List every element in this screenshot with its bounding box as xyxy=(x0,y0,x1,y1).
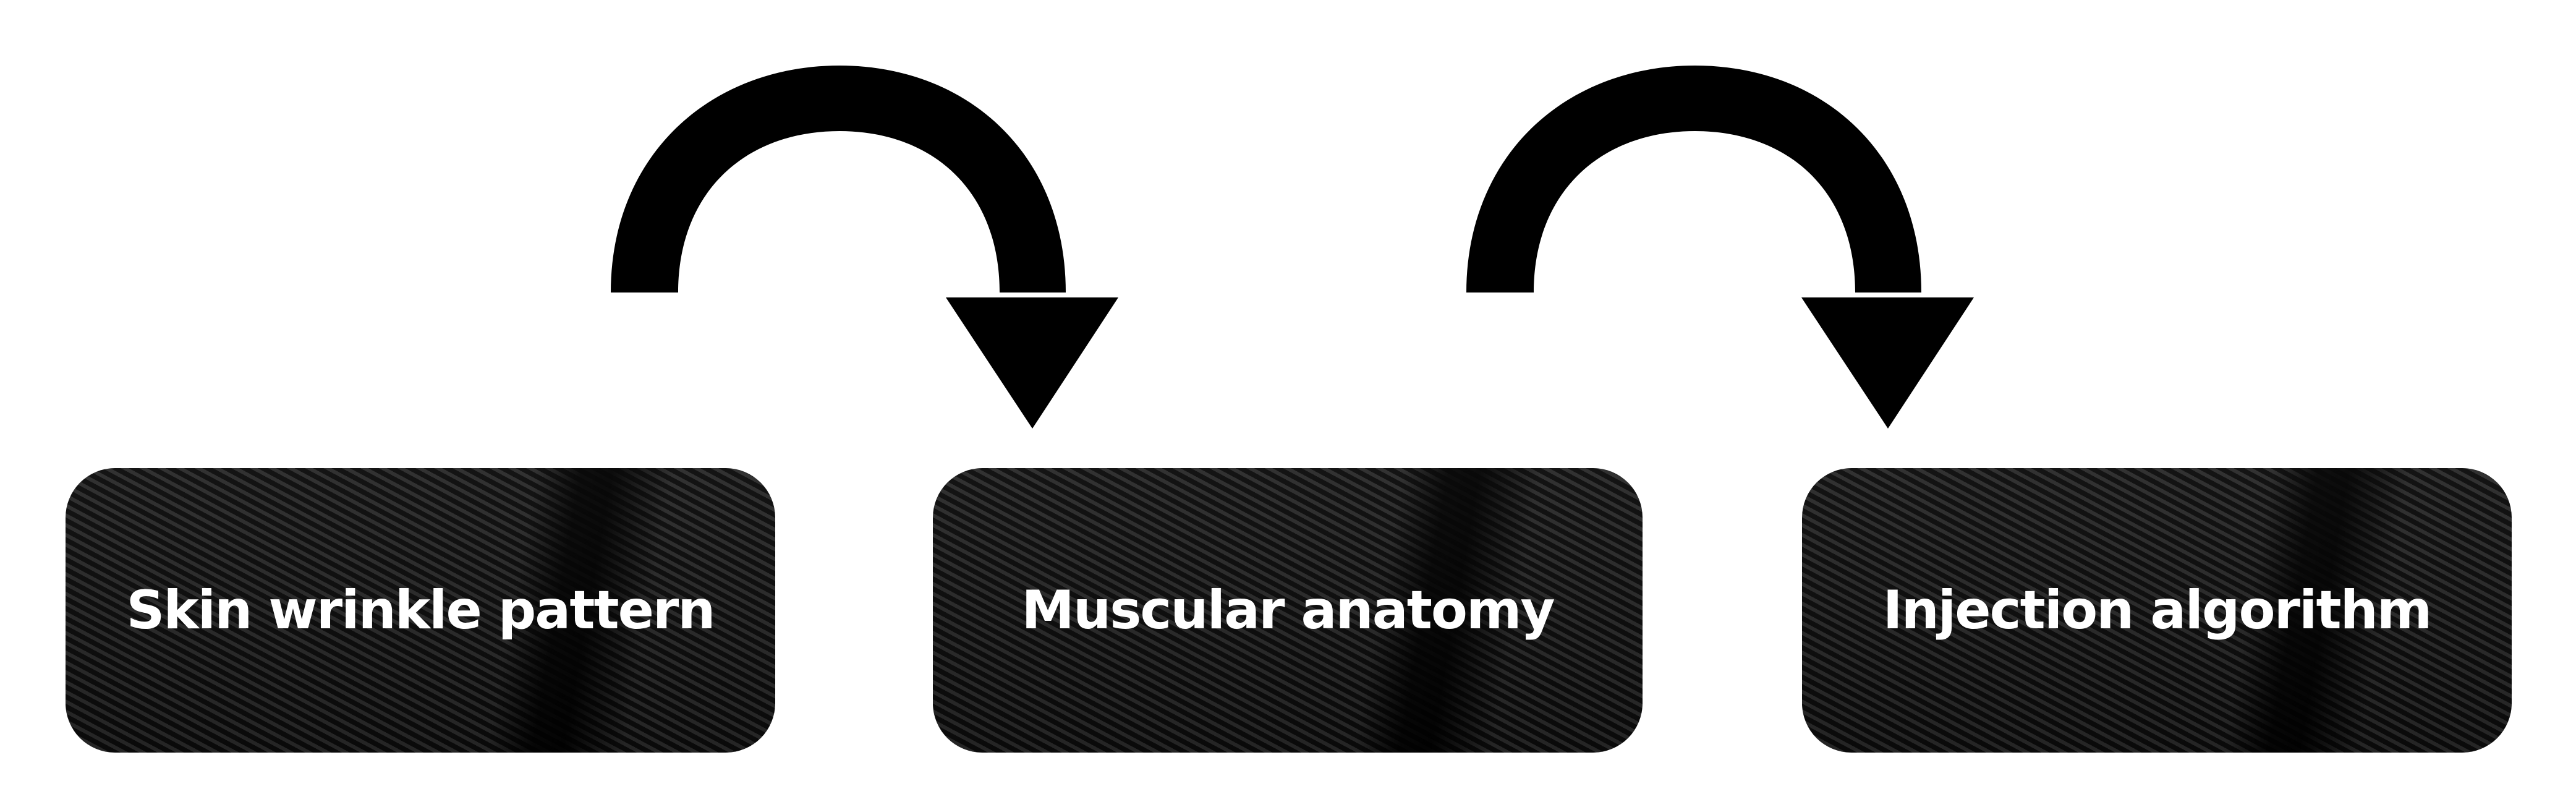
step-label: Injection algorithm xyxy=(1882,579,2433,641)
arrows-layer xyxy=(611,66,1974,429)
wave-texture xyxy=(66,468,775,753)
curved-arrow-icon xyxy=(1466,66,1974,429)
wave-texture xyxy=(933,468,1643,753)
step-label: Muscular anatomy xyxy=(1021,579,1555,641)
step-box-skin-wrinkle-pattern: Skin wrinkle pattern xyxy=(66,468,775,753)
wave-texture xyxy=(1802,468,2512,753)
curved-arrow-icon xyxy=(611,66,1118,429)
step-box-muscular-anatomy: Muscular anatomy xyxy=(933,468,1643,753)
step-label: Skin wrinkle pattern xyxy=(126,579,715,641)
step-box-injection-algorithm: Injection algorithm xyxy=(1802,468,2512,753)
